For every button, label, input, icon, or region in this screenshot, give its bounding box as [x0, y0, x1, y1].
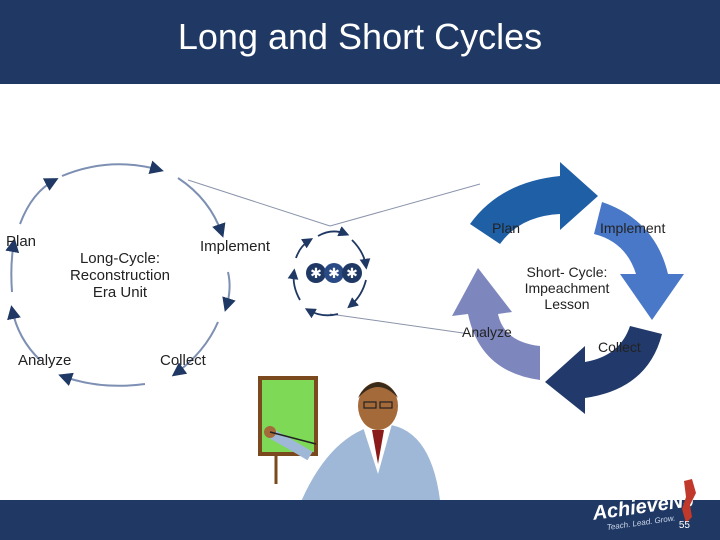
footer-bar: [0, 500, 720, 540]
long-cycle-line1: Reconstruction: [69, 267, 171, 284]
long-implement-label: Implement: [200, 238, 271, 255]
short-cycle-line2: Lesson: [544, 296, 590, 312]
presenter-illustration: [258, 376, 440, 500]
short-collect-label: Collect: [598, 339, 641, 355]
long-analyze-label: Analyze: [18, 352, 72, 369]
svg-text:✱: ✱: [346, 266, 358, 282]
short-analyze-label: Analyze: [462, 324, 512, 340]
cycles-diagram: ✱ ✱ ✱: [5, 160, 684, 500]
short-cycle-heading: Short- Cycle:: [526, 264, 608, 280]
mini-cycle-ring: [287, 226, 371, 319]
analyze-arrow: [452, 268, 540, 380]
svg-text:✱: ✱: [328, 266, 340, 282]
short-implement-label: Implement: [600, 220, 666, 236]
collect-arrow: [545, 326, 662, 414]
short-cycle-description: Short- Cycle: Impeachment Lesson: [506, 264, 628, 312]
long-plan-label: Plan: [6, 233, 37, 250]
implement-arrow: [594, 202, 684, 320]
short-cycle-line1: Impeachment: [524, 280, 610, 296]
long-cycle-ring: [5, 160, 236, 387]
long-cycle-heading: Long-Cycle:: [79, 250, 161, 267]
title-bar: Long and Short Cycles: [0, 0, 720, 84]
slide-title: Long and Short Cycles: [177, 16, 543, 57]
long-cycle-description: Long-Cycle: Reconstruction Era Unit: [50, 250, 190, 301]
svg-text:✱: ✱: [310, 266, 322, 282]
zoom-lines: [187, 179, 481, 335]
achievenj-logo: AchieveNJ Teach. Lead. Grow.: [592, 479, 696, 532]
short-plan-label: Plan: [492, 220, 521, 236]
long-collect-label: Collect: [160, 352, 206, 369]
short-cycle-ring: [452, 162, 684, 414]
page-number: 55: [678, 520, 690, 531]
long-cycle-line2: Era Unit: [92, 284, 148, 301]
plan-arrow: [470, 162, 598, 244]
mini-gear-icons: ✱ ✱ ✱: [306, 263, 362, 283]
